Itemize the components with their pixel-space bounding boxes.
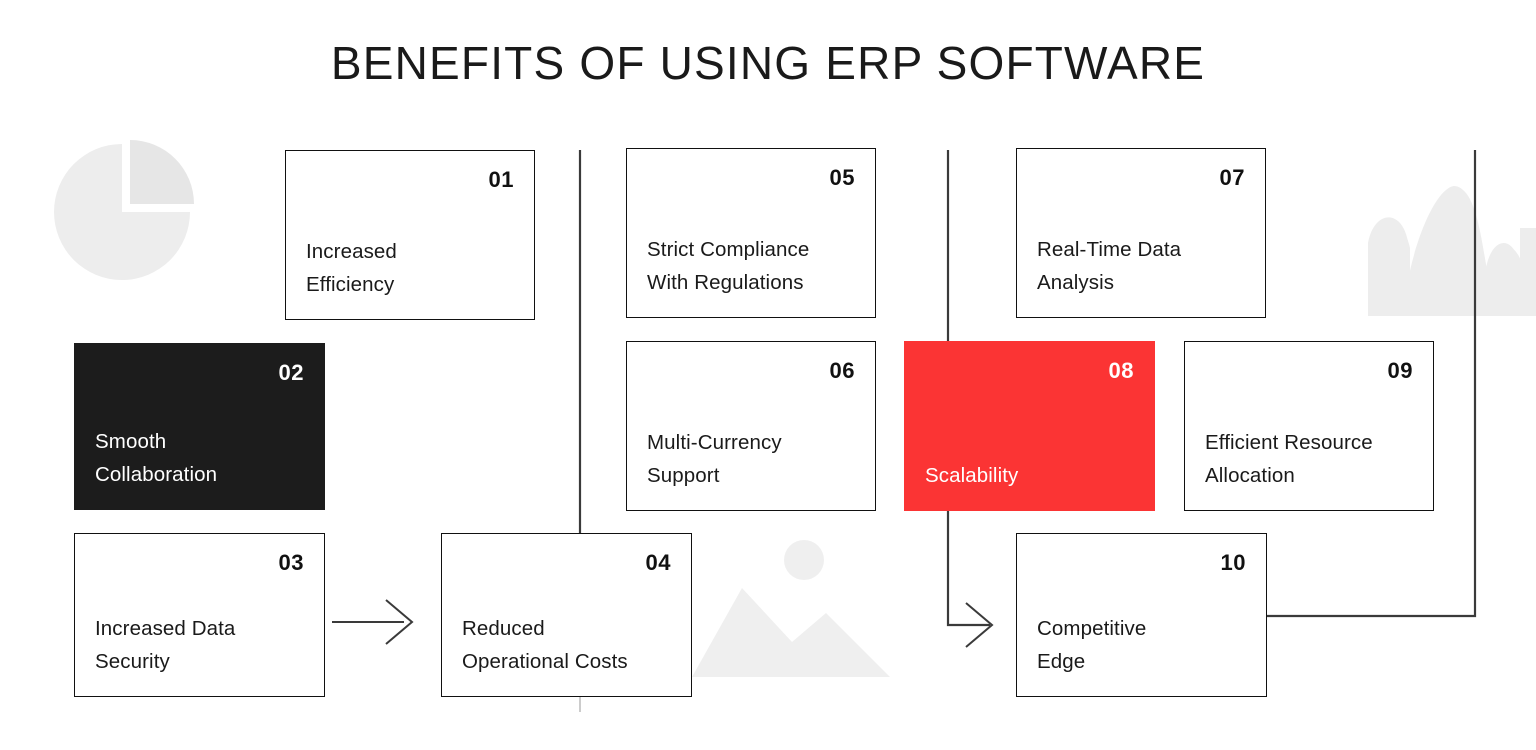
card-label: Efficient Resource Allocation [1205, 430, 1373, 487]
card-number: 04 [645, 550, 671, 575]
card-number: 03 [278, 550, 304, 575]
arrowhead-to-10 [965, 602, 994, 648]
benefit-card-01[interactable]: 01 Increased Efficiency [285, 150, 535, 320]
arrowhead-03-to-04 [385, 599, 414, 645]
benefit-card-10[interactable]: 10 Competitive Edge [1016, 533, 1267, 697]
card-number: 09 [1387, 358, 1413, 383]
page-title: BENEFITS OF USING ERP SOFTWARE [330, 37, 1206, 89]
card-label: Strict Compliance With Regulations [647, 237, 810, 294]
card-label: Increased Data Security [95, 616, 236, 673]
card-number: 10 [1220, 550, 1246, 575]
card-number: 02 [278, 360, 304, 385]
card-label: Multi-Currency Support [647, 430, 782, 487]
pie-chart-icon [54, 140, 194, 280]
card-label: Smooth Collaboration [95, 429, 218, 486]
card-number: 07 [1219, 165, 1245, 190]
card-label: Competitive Edge [1037, 616, 1147, 673]
card-number: 06 [829, 358, 855, 383]
card-label: Increased Efficiency [306, 239, 397, 296]
card-number: 01 [488, 167, 514, 192]
benefit-card-09[interactable]: 09 Efficient Resource Allocation [1184, 341, 1434, 511]
mountains-sun-icon [692, 540, 890, 677]
benefit-card-04[interactable]: 04 Reduced Operational Costs [441, 533, 692, 697]
benefit-card-08[interactable]: 08 Scalability [904, 341, 1155, 511]
card-number: 08 [1108, 358, 1134, 383]
card-number: 05 [829, 165, 855, 190]
card-label: Real-Time Data Analysis [1037, 237, 1182, 294]
benefit-card-03[interactable]: 03 Increased Data Security [74, 533, 325, 697]
benefit-card-02[interactable]: 02 Smooth Collaboration [74, 343, 325, 510]
wave-hills-icon [1368, 186, 1536, 316]
card-label: Scalability [925, 463, 1019, 487]
benefit-card-05[interactable]: 05 Strict Compliance With Regulations [626, 148, 876, 318]
card-label: Reduced Operational Costs [462, 616, 628, 673]
benefit-card-07[interactable]: 07 Real-Time Data Analysis [1016, 148, 1266, 318]
benefit-card-06[interactable]: 06 Multi-Currency Support [626, 341, 876, 511]
